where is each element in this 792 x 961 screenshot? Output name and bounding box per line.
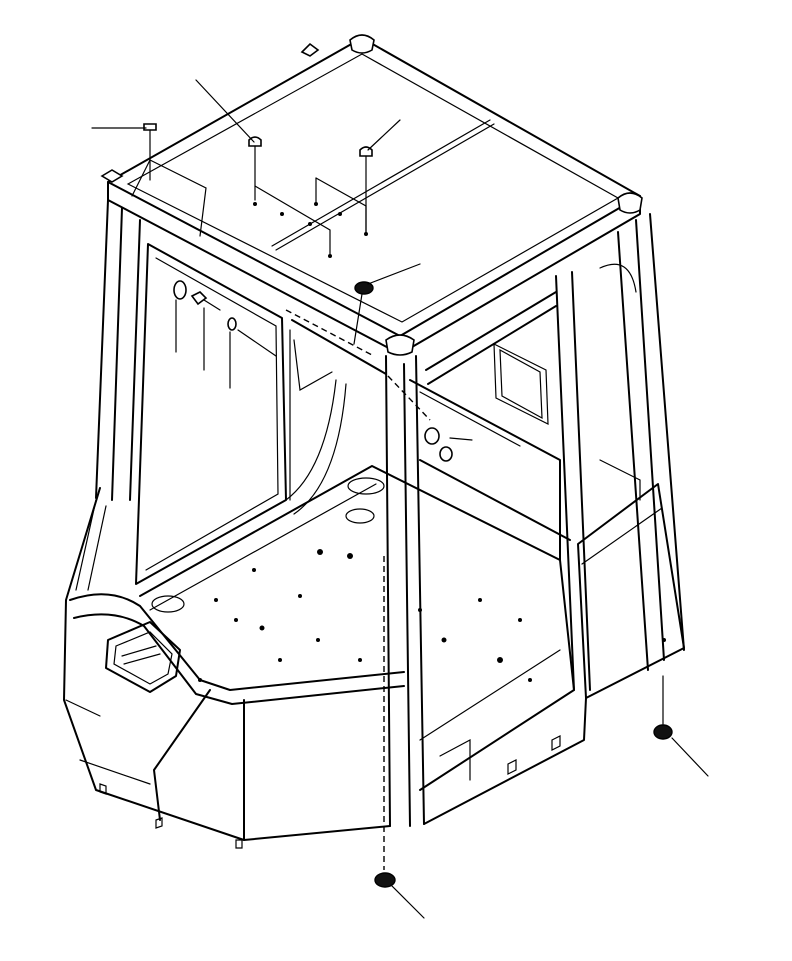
cab-frame-posts: [95, 199, 685, 827]
cab-mounts: [99, 735, 561, 849]
callout-leaders: [91, 79, 709, 919]
assembly-guide-lines: [285, 309, 431, 870]
roof-panel: [100, 34, 643, 356]
roof-plug: [353, 281, 374, 345]
rear-bulkhead: [285, 329, 641, 561]
cab-floor: [139, 465, 575, 791]
right-side-panel: [423, 483, 685, 825]
front-console: [63, 487, 405, 841]
roof-bolts: [131, 123, 373, 258]
isolator-mounts: [374, 427, 673, 888]
side-fastener-set: [173, 280, 277, 389]
